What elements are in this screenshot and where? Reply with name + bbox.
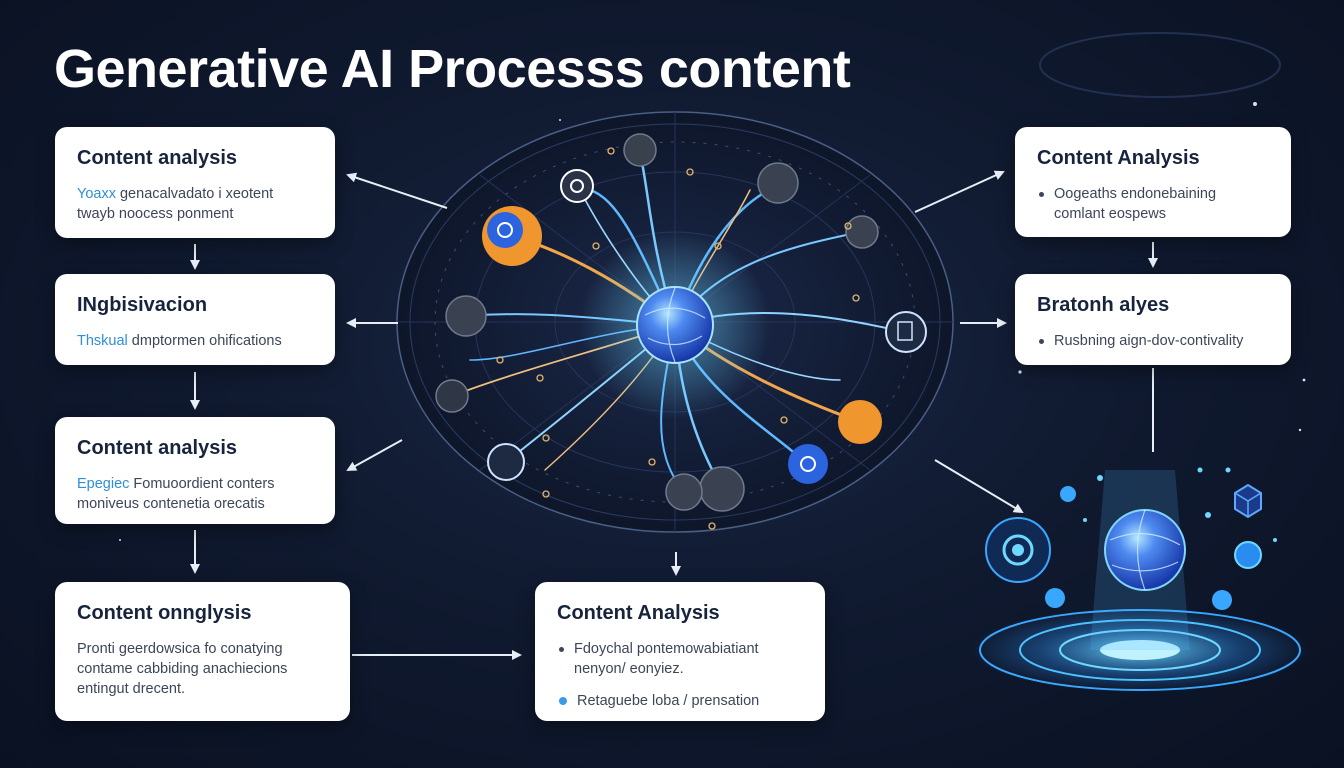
card-description: Thskual dmptormen ohifications xyxy=(77,331,313,351)
card-bullet: Rusbning aign-dov-contivality xyxy=(1037,331,1269,351)
bullet-dot xyxy=(559,647,564,652)
card-bratonh-alyes: Bratonh alyes Rusbning aign-dov-contival… xyxy=(1015,274,1291,365)
card-line: genacalvadato i xeotent xyxy=(115,186,274,202)
card-description: Yoaxx genacalvadato i xeotent twayb nooc… xyxy=(77,184,313,224)
core-orb xyxy=(636,286,714,364)
card-line: dmptormen ohifications xyxy=(127,333,282,349)
card-line: Pronti geerdowsica fo conatying xyxy=(77,641,283,657)
card-bullet: Retaguebe loba / prensation xyxy=(557,691,803,711)
network-nodes xyxy=(435,133,927,530)
card-lead: Thskual xyxy=(77,333,128,349)
page-title: Generative AI Processs content xyxy=(54,39,851,99)
card-title: Content Analysis xyxy=(557,602,720,624)
card-title: Bratonh alyes xyxy=(1037,294,1170,316)
decor-ring xyxy=(1039,32,1281,98)
bullet-text: Rusbning aign-dov-contivality xyxy=(1054,333,1244,349)
card-ingbisivacion: INgbisivacion Thskual dmptormen ohificat… xyxy=(55,274,335,365)
flow-arrows xyxy=(190,170,1158,660)
card-description: Epegiec Fomuoordient conters moniveus co… xyxy=(77,474,313,514)
bullet-dot xyxy=(559,697,567,705)
card-title: Content Analysis xyxy=(1037,147,1200,169)
card-line: twayb noocess ponment xyxy=(77,206,234,222)
card-lead: Yoaxx xyxy=(77,186,116,202)
card-content-analysis-bottom: Content Analysis Fdoychal pontemowabiati… xyxy=(535,582,825,721)
card-line: contame cabbiding anachiecions xyxy=(77,661,288,677)
bullet-dot xyxy=(1039,339,1044,344)
bullet-text: Retaguebe loba / prensation xyxy=(577,693,760,709)
card-line: entingut drecent. xyxy=(77,681,186,697)
card-line: moniveus contenetia orecatis xyxy=(77,496,265,512)
card-title: INgbisivacion xyxy=(77,294,208,316)
card-title: Content onnglysis xyxy=(77,602,252,624)
card-title: Content analysis xyxy=(77,437,238,459)
card-content-onnglysis: Content onnglysis Pronti geerdowsica fo … xyxy=(55,582,350,721)
card-content-analysis-1: Content analysis Yoaxx genacalvadato i x… xyxy=(55,127,335,238)
card-title: Content analysis xyxy=(77,147,238,169)
card-lead: Epegiec xyxy=(77,476,130,492)
card-description: Pronti geerdowsica fo conatying contame … xyxy=(77,639,328,699)
hologram-platform xyxy=(970,467,1310,692)
bullet-dot xyxy=(1039,192,1044,197)
card-line: Fomuoordient conters xyxy=(129,476,275,492)
card-content-analysis-2: Content analysis Epegiec Fomuoordient co… xyxy=(55,417,335,524)
stars xyxy=(119,102,1306,541)
